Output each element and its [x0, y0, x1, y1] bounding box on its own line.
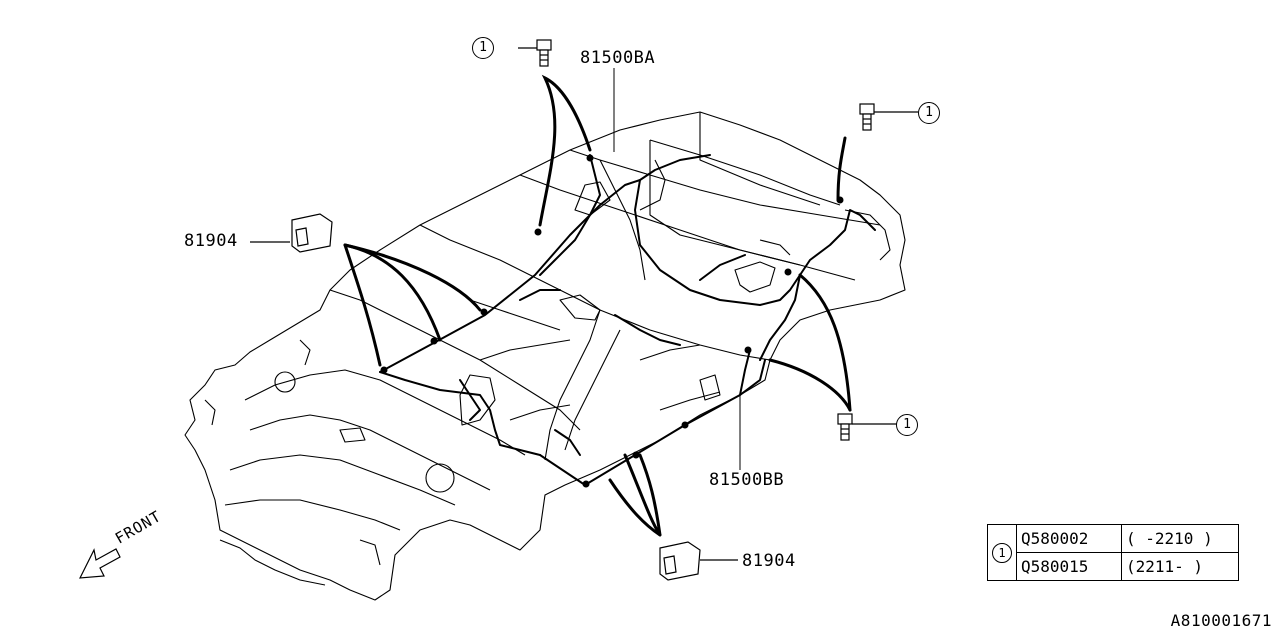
front-arrow-icon	[78, 548, 121, 579]
legend-key-symbol: 1	[992, 543, 1012, 563]
legend-part-number: Q580015	[1016, 552, 1122, 581]
clip-icon	[250, 213, 333, 253]
legend-row: Q580015 (2211- )	[988, 552, 1239, 581]
harness-loops	[343, 74, 852, 537]
callout-1-top: 1	[472, 37, 494, 59]
part-label-81904-left: 81904	[184, 231, 238, 251]
legend-date-range: (2211- )	[1121, 552, 1239, 581]
bolt-icon	[859, 103, 918, 131]
bolt-icon	[518, 39, 552, 67]
legend-key: 1	[987, 524, 1017, 581]
part-label-81500bb: 81500BB	[709, 470, 785, 490]
document-id: A810001671	[1170, 611, 1272, 630]
legend-date-range: ( -2210 )	[1121, 524, 1239, 553]
bolt-icon	[837, 413, 897, 441]
fastener-legend-table: 1 Q580002 ( -2210 ) Q580015 (2211- )	[987, 524, 1239, 581]
connector-points	[380, 154, 844, 488]
car-body-outline	[184, 111, 906, 601]
part-label-81904-right: 81904	[742, 551, 796, 571]
part-label-81500ba: 81500BA	[580, 48, 656, 68]
legend-row: 1 Q580002 ( -2210 )	[987, 524, 1239, 581]
leader-lines	[613, 68, 741, 470]
callout-1-right: 1	[918, 102, 940, 124]
legend-part-number: Q580002	[1016, 524, 1122, 553]
callout-1-bottom: 1	[896, 414, 918, 436]
clip-icon	[659, 541, 738, 581]
